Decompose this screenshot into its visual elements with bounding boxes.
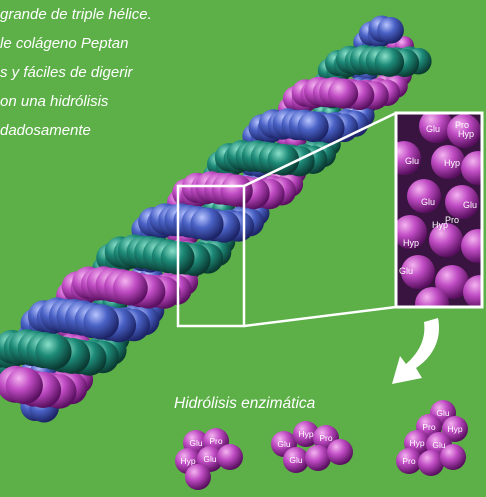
zoom-panel-frame: [394, 111, 484, 309]
helix-sphere: [328, 78, 359, 109]
zoom-sphere: [407, 179, 441, 213]
amino-acid-label: Glu: [432, 440, 446, 450]
amino-acid-label: Hyp: [180, 456, 195, 466]
amino-acid-label: Glu: [399, 266, 413, 276]
amino-acid-label: Pro: [445, 215, 459, 225]
intro-line: le colágeno Peptan: [0, 35, 129, 52]
helix-sphere: [297, 111, 329, 143]
amino-acid-label: Glu: [203, 454, 217, 464]
intro-text: grande de triple hélice. le colágeno Pep…: [0, 0, 260, 145]
zoom-sphere: [431, 145, 465, 179]
amino-acid-label: Pro: [209, 436, 223, 446]
amino-acid-label: Pro: [402, 456, 416, 466]
amino-acid-label: Hyp: [458, 129, 474, 139]
zoom-sphere: [447, 114, 481, 148]
amino-acid-label: Pro: [455, 120, 469, 130]
zoom-sphere: [396, 215, 427, 249]
helix-sphere: [83, 304, 119, 340]
helix-sphere: [374, 47, 405, 77]
hydrolysis-caption: Hidrólisis enzimática: [174, 395, 316, 412]
amino-acid-label: Hyp: [447, 424, 462, 434]
fragment-sphere: [305, 445, 331, 471]
intro-line: s y fáciles de digerir: [0, 64, 133, 81]
intro-line: on una hidrólisis: [0, 93, 109, 110]
amino-acid-label: Glu: [436, 408, 450, 418]
fragment-sphere: [440, 444, 466, 470]
fragment-sphere: [185, 464, 211, 490]
intro-line: dadosamente: [0, 122, 91, 139]
amino-acid-label: Glu: [277, 439, 291, 449]
fragment-sphere: [396, 448, 422, 474]
amino-acid-label: Pro: [319, 433, 333, 443]
helix-sphere: [5, 367, 43, 405]
curved-arrow-icon: [392, 318, 440, 384]
helix-sphere: [267, 144, 300, 176]
amino-acid-label: Glu: [426, 124, 440, 134]
zoom-sphere: [445, 185, 479, 219]
amino-acid-label: Glu: [421, 197, 435, 207]
amino-acid-label: Hyp: [409, 438, 424, 448]
amino-acid-label: Hyp: [432, 220, 448, 230]
fragment-sphere: [293, 421, 319, 447]
helix-sphere: [190, 207, 224, 241]
zoom-sphere: [415, 287, 449, 307]
amino-acid-label: Pro: [422, 422, 436, 432]
zoom-connector: [176, 111, 397, 328]
helix-sphere: [220, 174, 253, 207]
fragment-sphere: [442, 416, 468, 442]
collagen-triple-helix: [0, 15, 432, 423]
zoom-sphere: [401, 255, 435, 289]
amino-acid-label: Hyp: [444, 158, 460, 168]
amino-acid-label: Glu: [405, 156, 419, 166]
zoom-sphere: [461, 151, 482, 185]
zoom-line-bottom: [243, 305, 397, 328]
zoom-sphere: [435, 265, 469, 299]
helix-sphere: [377, 17, 404, 44]
amino-acid-label: Glu: [463, 200, 477, 210]
zoom-source-frame: [176, 184, 246, 328]
zoom-sphere: [429, 223, 463, 257]
fragment-sphere: [283, 447, 309, 473]
intro-line: grande de triple hélice.: [0, 6, 152, 23]
amino-acid-label: Hyp: [298, 429, 313, 439]
helix-sphere: [35, 333, 72, 370]
fragment-sphere: [327, 439, 353, 465]
amino-acid-label: Glu: [189, 438, 203, 448]
zoom-sphere: [396, 141, 421, 175]
zoom-sphere: [463, 275, 482, 307]
fragment-sphere: [217, 444, 243, 470]
zoom-sphere: [419, 113, 453, 143]
zoom-line-top: [243, 111, 397, 188]
fragment-sphere: [418, 450, 444, 476]
helix-sphere: [112, 270, 148, 306]
amino-acid-label: Glu: [289, 455, 303, 465]
zoom-sphere: [461, 229, 482, 263]
amino-acid-label: Hyp: [403, 238, 419, 248]
